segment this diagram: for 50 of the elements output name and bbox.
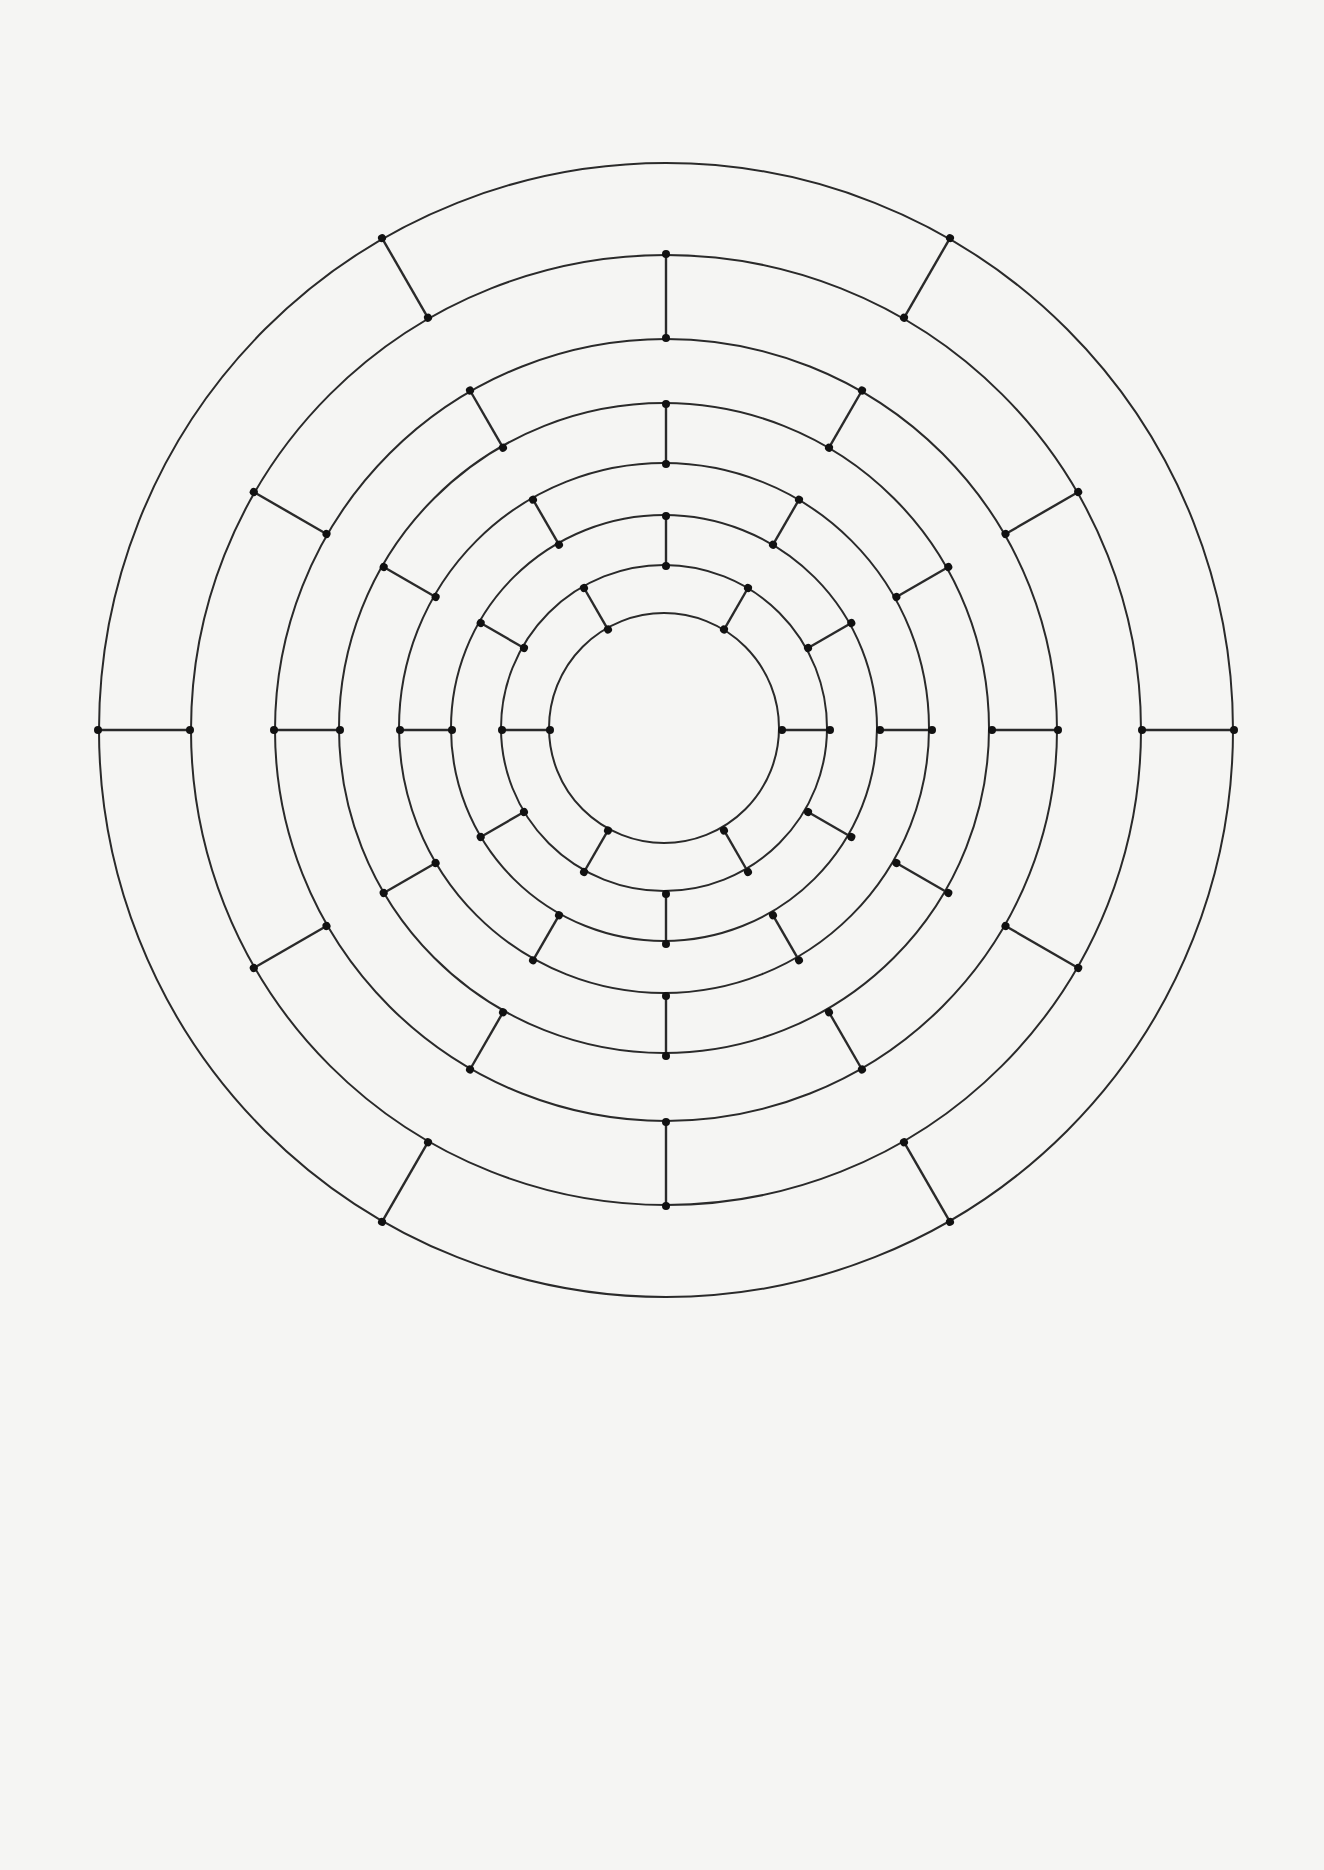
spoke-line: [580, 584, 612, 634]
ring: [189, 253, 1142, 1206]
spoke-line: [1001, 922, 1083, 972]
spoke-line: [662, 250, 670, 342]
spoke-line: [249, 488, 331, 538]
spoke-line: [892, 859, 953, 897]
spoke-line: [270, 726, 344, 734]
spoke-line: [1001, 488, 1083, 538]
spoke-line: [876, 726, 936, 734]
spoke-line: [476, 619, 528, 652]
spoke-line: [466, 386, 507, 452]
spoke-line: [378, 234, 432, 322]
spoke-line: [900, 1138, 954, 1226]
spoke-line: [466, 1008, 507, 1074]
spoke-line: [825, 386, 866, 452]
spoke-line: [662, 890, 670, 948]
ring: [398, 462, 931, 995]
spoke-line: [580, 826, 612, 876]
ring: [449, 513, 878, 942]
ring: [338, 402, 991, 1055]
spoke-line: [662, 992, 670, 1060]
spoke-line: [662, 1118, 670, 1210]
spoke-line: [892, 563, 953, 601]
spoke-line: [825, 1008, 866, 1074]
ring: [499, 563, 828, 892]
spoke-line: [94, 726, 194, 734]
spoke-line: [379, 563, 440, 601]
spoke-line: [804, 808, 856, 841]
spoke-line: [804, 619, 856, 652]
ring: [273, 337, 1058, 1122]
spoke-line: [988, 726, 1062, 734]
spoke-line: [379, 859, 440, 897]
spoke-line: [529, 911, 563, 965]
spoke-line: [378, 1138, 432, 1226]
spoke-line: [249, 922, 331, 972]
spoke-line: [498, 726, 554, 734]
ring: [98, 162, 1234, 1298]
spoke-line: [662, 512, 670, 570]
spoke-line: [529, 495, 563, 549]
spoke-line: [900, 234, 954, 322]
spoke-line: [769, 495, 803, 549]
spoke-line: [396, 726, 456, 734]
spoke-line: [720, 584, 752, 634]
spoke-line: [769, 911, 803, 965]
spoke-line: [662, 400, 670, 468]
ring: [547, 611, 780, 844]
spoke-line: [1138, 726, 1238, 734]
spoke-line: [476, 808, 528, 841]
spoke-line: [720, 826, 752, 876]
spoke-line: [778, 726, 834, 734]
